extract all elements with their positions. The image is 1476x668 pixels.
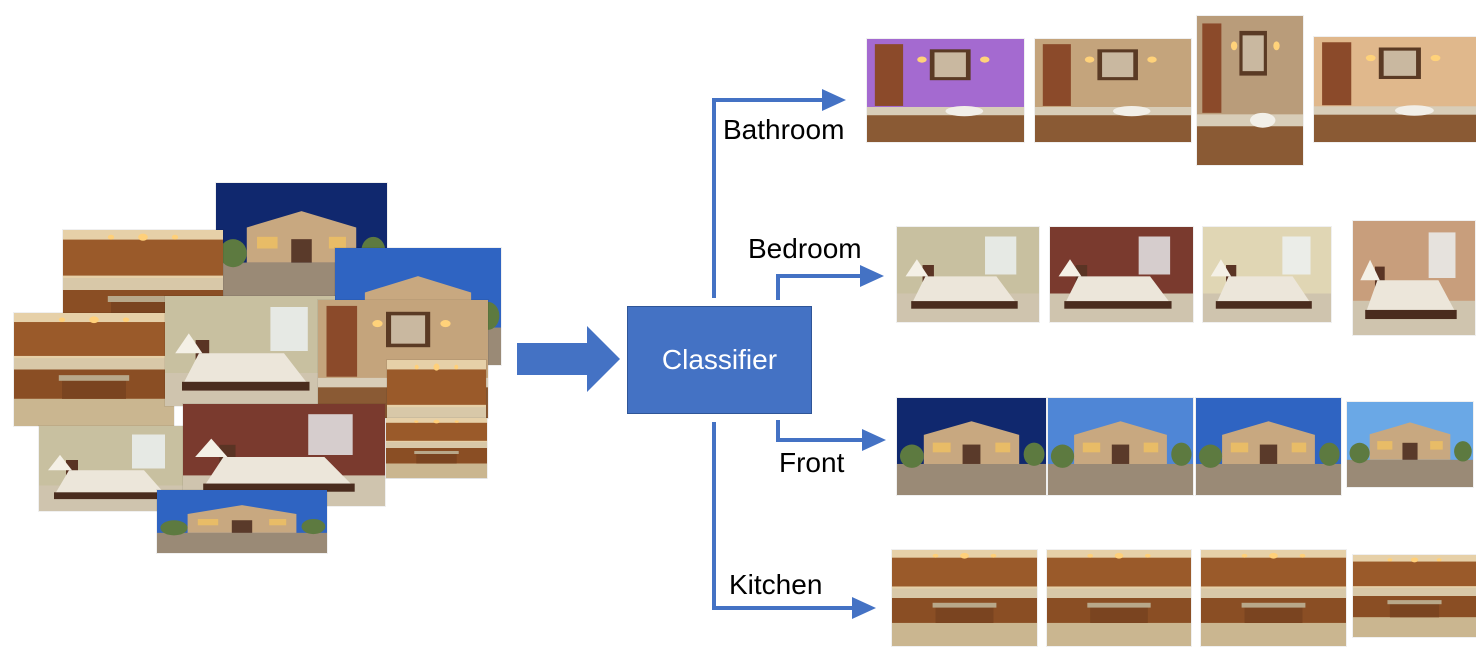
kitchen-photo [1353, 555, 1476, 637]
bathroom-arrow-head [822, 89, 846, 111]
collage-photo-bedroom [165, 296, 335, 406]
classifier-box: Classifier [627, 306, 812, 414]
category-label-front: Front [779, 447, 845, 478]
category-label-bedroom: Bedroom [748, 233, 862, 264]
bathroom-photo [867, 39, 1024, 142]
collage-photo-front [157, 490, 327, 553]
front-arrow-line [776, 420, 862, 442]
front-photo [1048, 398, 1193, 495]
front-arrow-head [862, 429, 886, 451]
kitchen-arrow-head [852, 597, 876, 619]
bathroom-photo [1314, 37, 1476, 142]
bedroom-photo [1203, 227, 1331, 322]
bathroom-arrow-line [712, 98, 822, 298]
bedroom-arrow-line [776, 274, 860, 300]
kitchen-photo [892, 550, 1037, 646]
collage-photo-kitchen [14, 313, 174, 426]
bedroom-photo [1353, 221, 1475, 335]
bathroom-photo [1197, 16, 1303, 165]
kitchen-photo [1047, 550, 1191, 646]
front-photo [1347, 402, 1473, 487]
input-arrow [517, 326, 620, 392]
front-photo [897, 398, 1046, 495]
bedroom-photo [897, 227, 1039, 322]
category-label-kitchen: Kitchen [729, 569, 823, 600]
collage-photo-bedroom [39, 426, 189, 511]
bedroom-arrow-head [860, 265, 884, 287]
front-photo [1196, 398, 1341, 495]
kitchen-photo [1201, 550, 1346, 646]
kitchen-arrow-line [712, 422, 852, 610]
bedroom-photo [1050, 227, 1193, 322]
category-label-bathroom: Bathroom [723, 114, 845, 145]
collage-photo-kitchen [386, 418, 487, 478]
classifier-label: Classifier [661, 344, 778, 375]
bathroom-photo [1035, 39, 1191, 142]
